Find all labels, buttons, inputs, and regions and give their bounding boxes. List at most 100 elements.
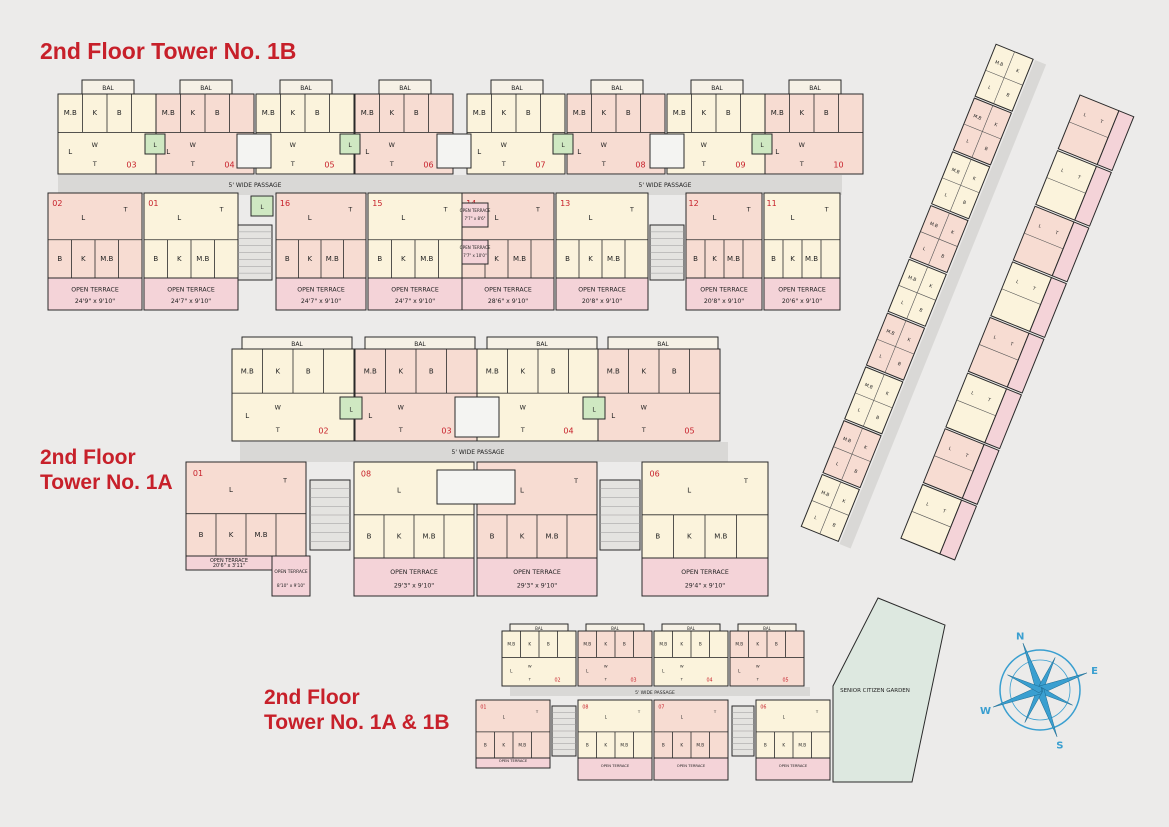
room-label-b: B bbox=[626, 109, 631, 117]
room-label-k: K bbox=[275, 367, 280, 375]
room-label-k: K bbox=[1015, 68, 1021, 75]
room-label-t: T bbox=[629, 207, 634, 214]
passage-label: 5' WIDE PASSAGE bbox=[635, 690, 675, 696]
open-terrace bbox=[461, 277, 555, 311]
balcony-label: BAL bbox=[291, 341, 303, 348]
unit-number: 13 bbox=[560, 199, 570, 208]
room-label-k: K bbox=[604, 642, 607, 647]
balcony-label: BAL bbox=[399, 85, 411, 92]
room-label-b: B bbox=[367, 533, 372, 541]
room-label-b: B bbox=[215, 109, 220, 117]
room-label-k: K bbox=[680, 742, 683, 747]
room-label-l: L bbox=[397, 487, 401, 495]
terrace-dimension: 28'6" x 9'10" bbox=[488, 298, 528, 305]
small-terrace-dimension: 7'7" x 10'0" bbox=[463, 253, 487, 258]
room-label-t: T bbox=[282, 478, 287, 485]
terrace-dimension: 24'7" x 9'10" bbox=[395, 298, 435, 305]
room-label-b: B bbox=[875, 415, 880, 422]
balcony-label: BAL bbox=[200, 85, 212, 92]
passage-label: 5' WIDE PASSAGE bbox=[639, 182, 692, 189]
room-label-k: K bbox=[528, 642, 531, 647]
room-label-l: L bbox=[586, 668, 589, 673]
room-label-l: L bbox=[987, 85, 992, 92]
unit-number: 06 bbox=[650, 469, 660, 478]
terrace-dimension: 20'6" x 9'10" bbox=[782, 298, 822, 305]
room-label-b: B bbox=[526, 109, 531, 117]
room-label-mb: M.B bbox=[864, 382, 874, 391]
wall-line bbox=[1046, 177, 1086, 194]
room-label-mb: M.B bbox=[771, 109, 784, 117]
room-label-mb: M.B bbox=[607, 255, 620, 263]
room-label-mb: M.B bbox=[735, 642, 743, 647]
unit-number: 06 bbox=[760, 705, 766, 711]
room-label-l: L bbox=[477, 148, 481, 156]
room-label-l: L bbox=[611, 412, 615, 420]
balcony-label: BAL bbox=[711, 85, 723, 92]
room-label-b: B bbox=[551, 367, 556, 375]
room-label-mb: M.B bbox=[885, 328, 895, 337]
unit-number: 03 bbox=[441, 427, 451, 436]
room-label-l: L bbox=[1060, 168, 1065, 175]
room-label-b: B bbox=[853, 468, 858, 475]
combined-title-line1: 2nd Floor bbox=[264, 686, 360, 709]
room-label-l: L bbox=[577, 148, 581, 156]
room-label-k: K bbox=[799, 109, 804, 117]
room-label-l: L bbox=[1015, 279, 1020, 286]
terrace-label: OPEN TERRACE bbox=[210, 558, 248, 564]
room-label-l: L bbox=[605, 715, 608, 720]
small-terrace bbox=[461, 202, 489, 228]
wall-line bbox=[993, 51, 1015, 104]
room-label-l: L bbox=[878, 354, 883, 361]
room-label-k: K bbox=[177, 255, 182, 263]
room-label-k: K bbox=[885, 391, 891, 398]
room-label-t: T bbox=[746, 207, 751, 214]
unit-number: 05 bbox=[684, 427, 694, 436]
room-label-l: L bbox=[922, 246, 927, 253]
room-label-k: K bbox=[307, 255, 312, 263]
balcony-label: BAL bbox=[511, 85, 523, 92]
room-label-t: T bbox=[389, 161, 394, 168]
room-label-mb: M.B bbox=[513, 255, 526, 263]
room-label-l: L bbox=[308, 214, 312, 222]
room-label-b: B bbox=[775, 642, 778, 647]
room-label-b: B bbox=[565, 255, 570, 263]
room-label-b: B bbox=[672, 367, 677, 375]
room-label-b: B bbox=[490, 533, 495, 541]
room-label-mb: M.B bbox=[907, 275, 917, 284]
terrace-label: OPEN TERRACE bbox=[390, 569, 438, 576]
unit-number: 04 bbox=[706, 678, 712, 684]
room-label-mb: M.B bbox=[545, 533, 558, 541]
open-terrace bbox=[275, 277, 367, 311]
passage-band bbox=[510, 687, 810, 696]
room-label-l: L bbox=[791, 214, 795, 222]
tower-1a-title-line2: Tower No. 1A bbox=[40, 471, 173, 495]
unit-number: 05 bbox=[782, 678, 788, 684]
room-label-l: L bbox=[245, 412, 249, 420]
balcony-label: BAL bbox=[809, 85, 821, 92]
room-label-l: L bbox=[503, 715, 506, 720]
room-label-k: K bbox=[601, 109, 606, 117]
room-label-b: B bbox=[918, 307, 923, 314]
room-label-b: B bbox=[693, 255, 698, 263]
room-label-b: B bbox=[315, 109, 320, 117]
unit-number: 01 bbox=[480, 705, 486, 711]
wall-line bbox=[979, 344, 1019, 361]
senior-citizen-garden bbox=[832, 597, 946, 783]
wall-line bbox=[862, 374, 885, 427]
balcony-label: BAL bbox=[102, 85, 114, 92]
balcony-label: BAL bbox=[611, 85, 623, 92]
room-label-b: B bbox=[771, 255, 776, 263]
room-label-l: L bbox=[1082, 112, 1087, 119]
unit-number: 09 bbox=[735, 161, 745, 170]
wing-terrace bbox=[939, 499, 978, 561]
room-label-w: W bbox=[275, 405, 282, 412]
balcony-label: BAL bbox=[687, 626, 695, 631]
room-label-k: K bbox=[520, 533, 525, 541]
unit-number: 01 bbox=[148, 199, 158, 208]
room-label-b: B bbox=[962, 200, 967, 207]
garden-label: SENIOR CITIZEN GARDEN bbox=[840, 688, 910, 694]
wing-outer-row: M.BKLBM.BKLBM.BKLBM.BKLBM.BKLBM.BKLBM.BK… bbox=[800, 43, 1047, 549]
